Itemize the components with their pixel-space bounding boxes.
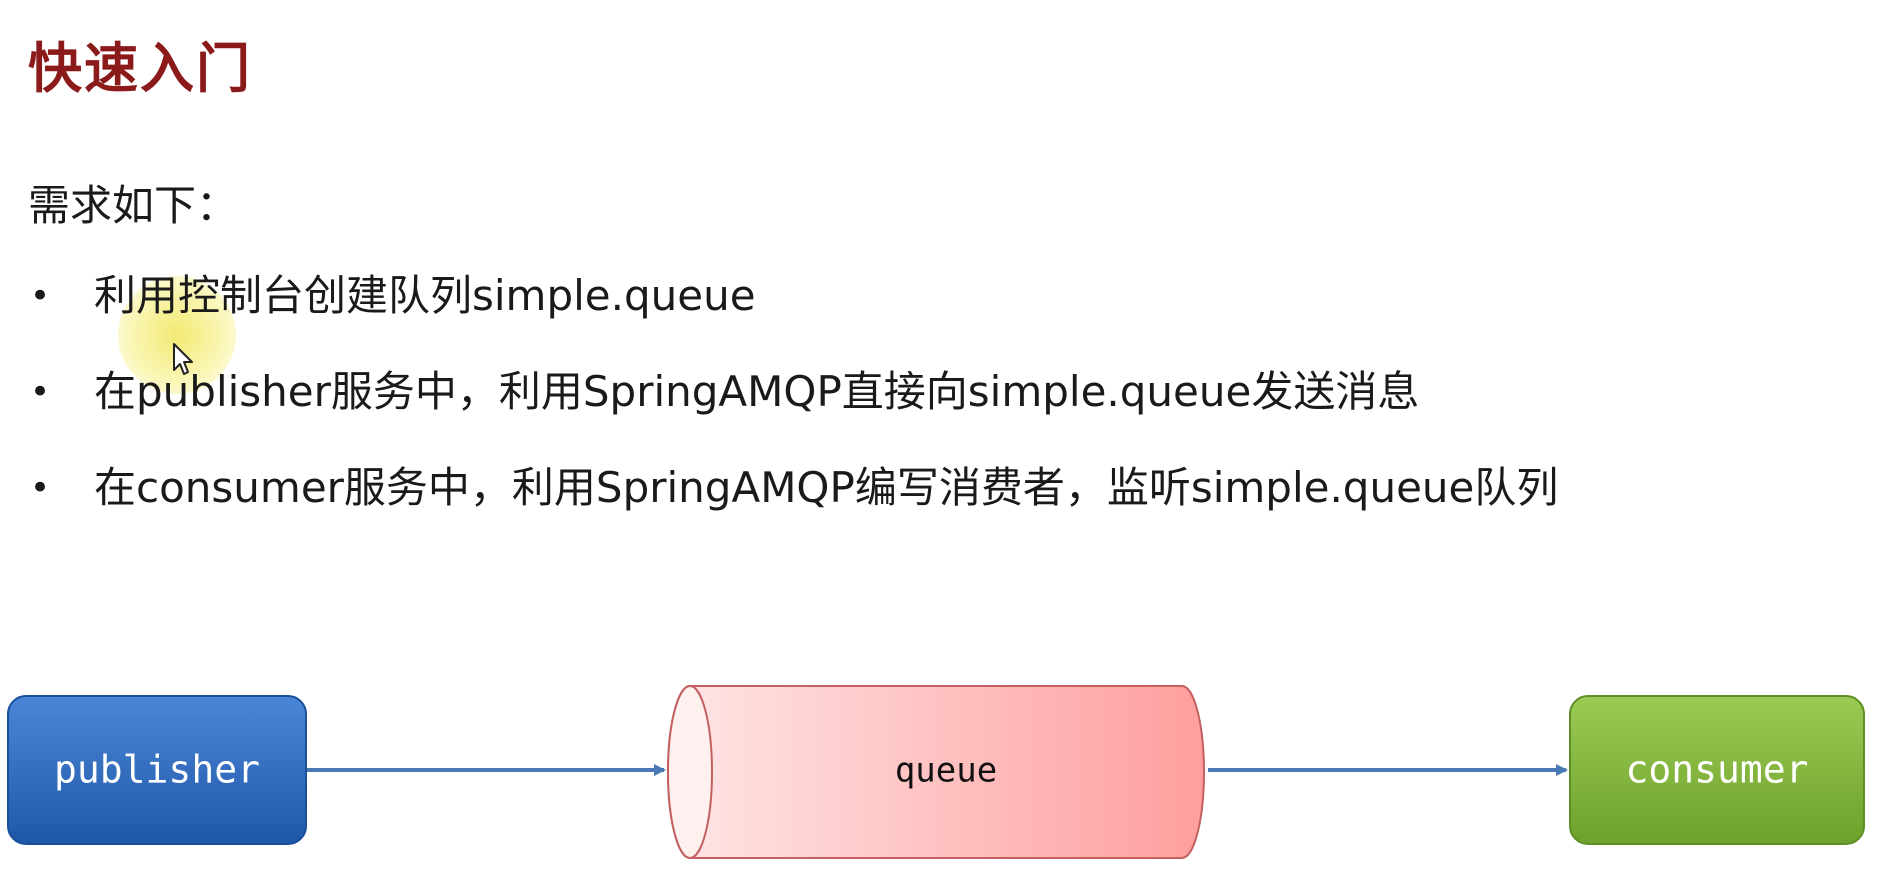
slide-title: 快速入门 <box>28 37 252 100</box>
requirement-text: 在publisher服务中，利用SpringAMQP直接向simple.queu… <box>94 367 1420 416</box>
intro-text: 需求如下： <box>28 181 239 230</box>
requirement-text: 利用控制台创建队列simple.queue <box>94 271 756 320</box>
message-flow-diagram: publisher queue consumer <box>7 685 1865 859</box>
consumer-label: consumer <box>1625 748 1808 792</box>
bullet-icon: • <box>30 276 51 316</box>
bullet-icon: • <box>30 372 51 412</box>
publisher-node: publisher <box>7 695 307 845</box>
cursor-highlight <box>118 276 236 394</box>
publisher-label: publisher <box>54 748 260 792</box>
bullet-icon: • <box>30 468 51 508</box>
requirement-text: 在consumer服务中，利用SpringAMQP编写消费者，监听simple.… <box>94 463 1559 512</box>
mouse-pointer-icon <box>173 343 193 375</box>
consumer-node: consumer <box>1569 695 1865 845</box>
queue-node: queue <box>667 685 1205 859</box>
queue-label: queue <box>895 751 997 791</box>
